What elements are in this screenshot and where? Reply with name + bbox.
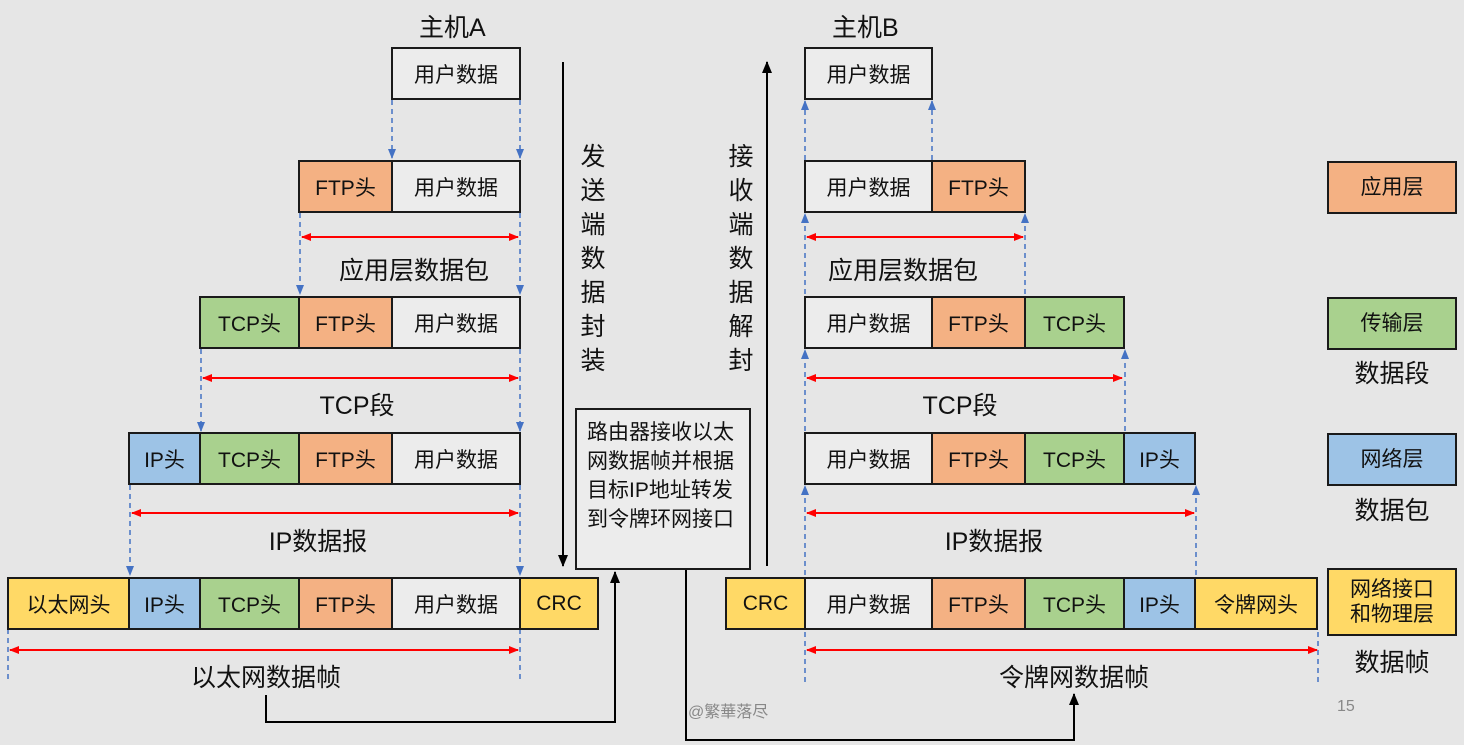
guide-lines-host-a bbox=[7, 100, 524, 682]
eth-header-cell: 以太网头 bbox=[7, 577, 130, 630]
user-data-cell: 用户数据 bbox=[391, 47, 521, 100]
ftp-header-cell: FTP头 bbox=[298, 577, 393, 630]
token-frame-label: 令牌网数据帧 bbox=[998, 664, 1150, 692]
tcp-segment-label: TCP段 bbox=[922, 392, 998, 420]
crc-cell: CRC bbox=[519, 577, 599, 630]
router-note: 路由器接收以太网数据帧并根据目标IP地址转发到令牌环网接口 bbox=[575, 408, 751, 570]
tcp-header-cell: TCP头 bbox=[1024, 432, 1125, 485]
host-b-title: 主机B bbox=[832, 14, 899, 42]
legend-transport-unit: 数据段 bbox=[1354, 360, 1430, 388]
page-number: 15 bbox=[1337, 698, 1355, 715]
legend-link-unit: 数据帧 bbox=[1354, 649, 1430, 677]
user-data-cell: 用户数据 bbox=[391, 296, 521, 349]
span-arrows-host-a bbox=[9, 233, 519, 654]
ftp-header-cell: FTP头 bbox=[931, 160, 1026, 213]
tcp-header-cell: TCP头 bbox=[1024, 296, 1125, 349]
legend-app-layer: 应用层 bbox=[1327, 161, 1457, 214]
ip-header-cell: IP头 bbox=[1123, 577, 1196, 630]
user-data-cell: 用户数据 bbox=[804, 160, 933, 213]
send-process-label: 发送端数据封装 bbox=[577, 143, 605, 381]
user-data-cell: 用户数据 bbox=[804, 432, 933, 485]
span-arrows-host-b bbox=[806, 233, 1318, 654]
legend-link-layer: 网络接口和物理层 bbox=[1327, 568, 1457, 636]
tcp-header-cell: TCP头 bbox=[1024, 577, 1125, 630]
tcp-segment-label: TCP段 bbox=[319, 392, 395, 420]
crc-cell: CRC bbox=[725, 577, 806, 630]
ftp-header-cell: FTP头 bbox=[931, 296, 1026, 349]
ip-header-cell: IP头 bbox=[128, 432, 201, 485]
guide-lines-host-b bbox=[801, 100, 1319, 682]
user-data-cell: 用户数据 bbox=[804, 577, 933, 630]
process-arrows bbox=[265, 61, 1079, 741]
ip-header-cell: IP头 bbox=[1123, 432, 1196, 485]
app-packet-label: 应用层数据包 bbox=[338, 257, 490, 285]
ip-header-cell: IP头 bbox=[128, 577, 201, 630]
tcp-header-cell: TCP头 bbox=[199, 432, 300, 485]
user-data-cell: 用户数据 bbox=[391, 577, 521, 630]
app-packet-label: 应用层数据包 bbox=[827, 257, 979, 285]
ftp-header-cell: FTP头 bbox=[298, 432, 393, 485]
legend-transport-layer: 传输层 bbox=[1327, 297, 1457, 350]
ip-datagram-label: IP数据报 bbox=[944, 528, 1044, 556]
user-data-cell: 用户数据 bbox=[391, 160, 521, 213]
ftp-header-cell: FTP头 bbox=[298, 160, 393, 213]
user-data-cell: 用户数据 bbox=[804, 296, 933, 349]
user-data-cell: 用户数据 bbox=[391, 432, 521, 485]
ip-datagram-label: IP数据报 bbox=[268, 528, 368, 556]
user-data-cell: 用户数据 bbox=[804, 47, 933, 100]
watermark: @繁華落尽 bbox=[688, 704, 769, 721]
ftp-header-cell: FTP头 bbox=[931, 577, 1026, 630]
eth-frame-label: 以太网数据帧 bbox=[190, 664, 342, 692]
recv-process-label: 接收端数据解封 bbox=[725, 143, 753, 381]
host-a-title: 主机A bbox=[419, 14, 486, 42]
ftp-header-cell: FTP头 bbox=[931, 432, 1026, 485]
legend-network-layer: 网络层 bbox=[1327, 433, 1457, 486]
ftp-header-cell: FTP头 bbox=[298, 296, 393, 349]
legend-network-unit: 数据包 bbox=[1354, 497, 1430, 525]
tcp-header-cell: TCP头 bbox=[199, 296, 300, 349]
tcp-header-cell: TCP头 bbox=[199, 577, 300, 630]
token-header-cell: 令牌网头 bbox=[1194, 577, 1318, 630]
